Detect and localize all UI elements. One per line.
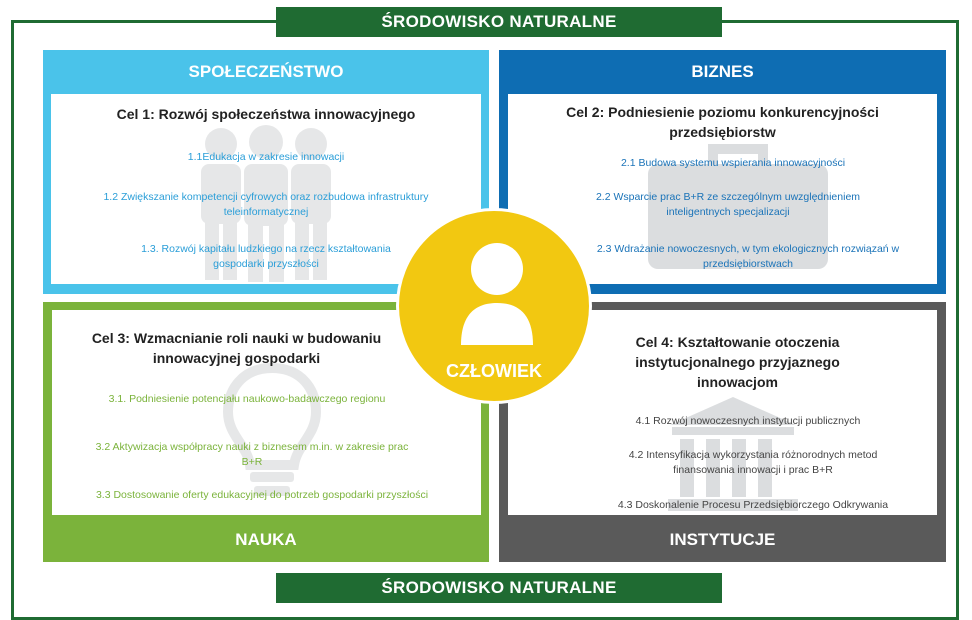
goal-item: 4.3 Doskonalenie Procesu Przedsiębiorcze… xyxy=(617,499,889,511)
goal-item: 3.1. Podniesienie potencjału naukowo-bad… xyxy=(108,393,386,405)
lightbulb-icon xyxy=(222,362,322,496)
goal-item: 2.3 Wdrażanie nowoczesnych, w tym ekolog… xyxy=(596,243,900,270)
center-label: CZŁOWIEK xyxy=(446,361,542,381)
goal-item: 1.1Edukacja w zakresie innowacji xyxy=(187,151,345,163)
goal-title: Cel 3: Wzmacnianie roli nauki w budowani… xyxy=(91,330,382,366)
quadrant-biznes: BIZNES Cel 2: Podniesienie poziomu konku… xyxy=(499,50,946,294)
goal-item: 3.3 Dostosowanie oferty edukacyjnej do p… xyxy=(95,489,429,501)
quadrant-header: SPOŁECZEŃSTWO xyxy=(188,62,344,81)
goal-title: Cel 2: Podniesienie poziomu konkurencyjn… xyxy=(566,104,879,140)
quadrant-header: INSTYTUCJE xyxy=(669,530,776,549)
person-icon xyxy=(461,243,533,345)
center-circle: CZŁOWIEK xyxy=(396,208,592,404)
goal-item: 4.2 Intensyfikacja wykorzystania różnoro… xyxy=(628,449,878,476)
institution-icon xyxy=(668,397,798,511)
goal-item: 2.2 Wsparcie prac B+R ze szczególnym uwz… xyxy=(595,191,861,218)
goal-item: 2.1 Budowa systemu wspierania innowacyjn… xyxy=(620,157,846,169)
quadrant-content: Cel 1: Rozwój społeczeństwa innowacyjneg… xyxy=(51,94,481,284)
goal-item: 1.2 Zwiększanie kompetencji cyfrowych or… xyxy=(103,191,429,218)
goal-item: 3.2 Aktywizacja współpracy nauki z bizne… xyxy=(95,441,409,468)
quadrant-header: NAUKA xyxy=(235,530,297,549)
people-icon xyxy=(201,125,331,282)
quadrant-header: BIZNES xyxy=(691,62,754,81)
briefcase-icon xyxy=(648,144,828,269)
goal-item: 4.1 Rozwój nowoczesnych instytucji publi… xyxy=(635,415,861,427)
environment-label-bottom: ŚRODOWISKO NATURALNE xyxy=(276,573,722,603)
goal-title: Cel 4: Kształtowanie otoczenia instytucj… xyxy=(635,334,840,390)
quadrant-content: Cel 2: Podniesienie poziomu konkurencyjn… xyxy=(508,94,937,284)
environment-label-top: ŚRODOWISKO NATURALNE xyxy=(276,7,722,37)
goal-title: Cel 1: Rozwój społeczeństwa innowacyjneg… xyxy=(116,106,416,122)
goal-item: 1.3. Rozwój kapitału ludzkiego na rzecz … xyxy=(141,243,391,270)
